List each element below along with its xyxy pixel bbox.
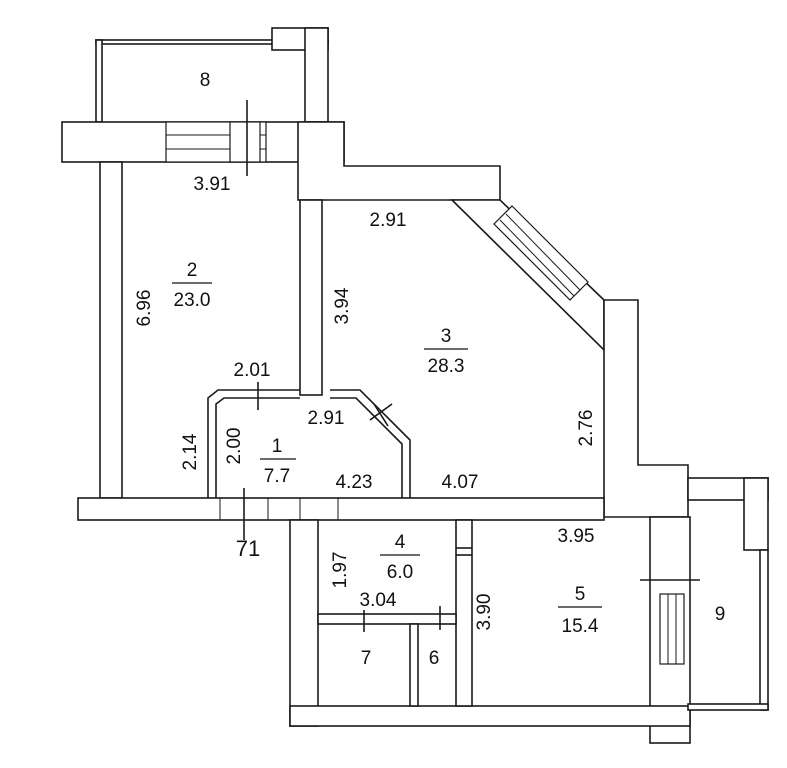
dim-2-91-mid: 2.91 [308, 408, 345, 429]
dim-3-94: 3.94 [332, 287, 353, 324]
room-2-number: 2 [187, 260, 198, 281]
room-4-area: 6.0 [387, 562, 413, 583]
dim-2-01: 2.01 [234, 360, 271, 381]
room-5-number: 5 [575, 584, 586, 605]
balcony-8 [95, 27, 329, 123]
balcony-9 [687, 477, 769, 711]
room-7-number: 7 [361, 648, 372, 669]
dim-4-07: 4.07 [442, 472, 479, 493]
dim-6-96: 6.96 [134, 290, 155, 327]
interior-walls [207, 199, 473, 707]
room-4-number: 4 [395, 532, 406, 553]
room-5-area: 15.4 [562, 616, 599, 637]
room-8-number: 8 [200, 70, 211, 91]
dim-3-90: 3.90 [474, 594, 495, 631]
room-1-number: 1 [272, 436, 283, 457]
dim-3-04: 3.04 [360, 590, 397, 611]
room-2-area: 23.0 [174, 290, 211, 311]
room-3-area: 28.3 [428, 356, 465, 377]
dim-3-95: 3.95 [558, 526, 595, 547]
room-6-number: 6 [429, 648, 440, 669]
unit-number: 71 [236, 536, 260, 561]
windows [165, 100, 700, 665]
dim-1-97: 1.97 [330, 552, 351, 589]
dim-2-91-top: 2.91 [370, 210, 407, 231]
dim-2-00: 2.00 [224, 428, 245, 465]
dim-2-76: 2.76 [576, 410, 597, 447]
dim-3-91: 3.91 [194, 174, 231, 195]
dim-2-14: 2.14 [180, 433, 201, 470]
room-3-number: 3 [441, 326, 452, 347]
dim-4-23: 4.23 [336, 472, 373, 493]
door-marks [219, 382, 472, 632]
room-9-number: 9 [715, 604, 726, 625]
room-1-area: 7.7 [264, 466, 290, 487]
